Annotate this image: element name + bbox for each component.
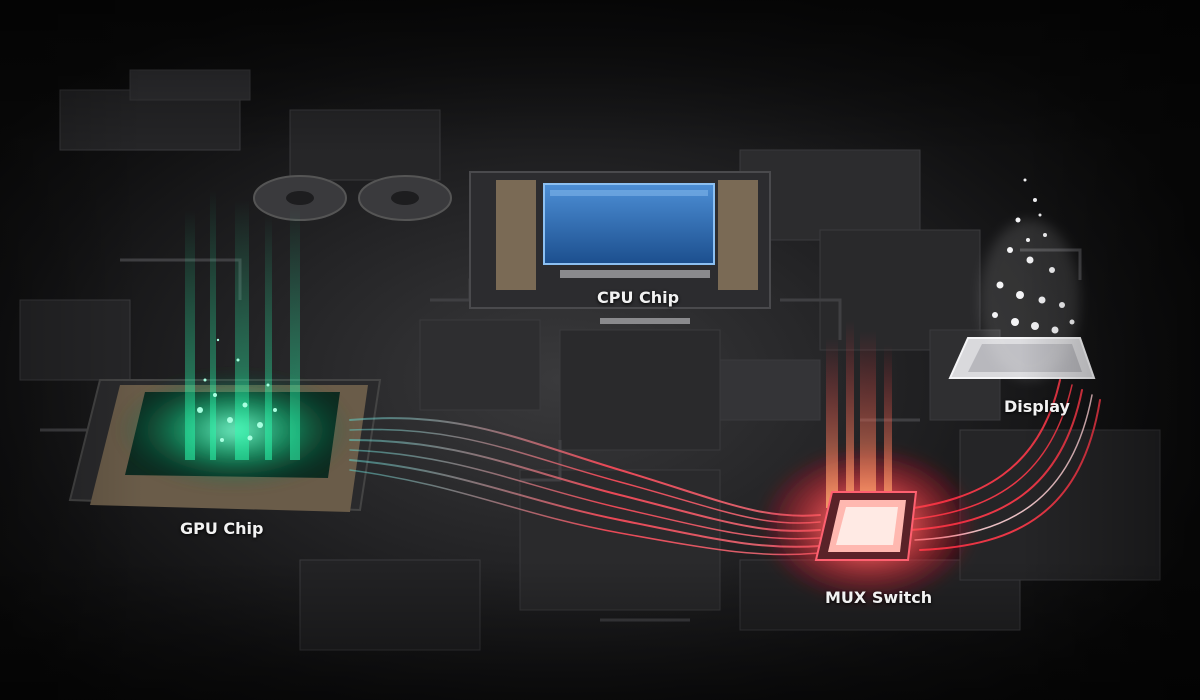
gpu-chip-label: GPU Chip	[180, 519, 264, 538]
cpu-chip-label: CPU Chip	[597, 288, 680, 307]
gpu-chip	[68, 370, 382, 512]
mux-switch-label: MUX Switch	[825, 588, 933, 607]
round-components	[253, 175, 452, 221]
display-label: Display	[1004, 397, 1070, 416]
